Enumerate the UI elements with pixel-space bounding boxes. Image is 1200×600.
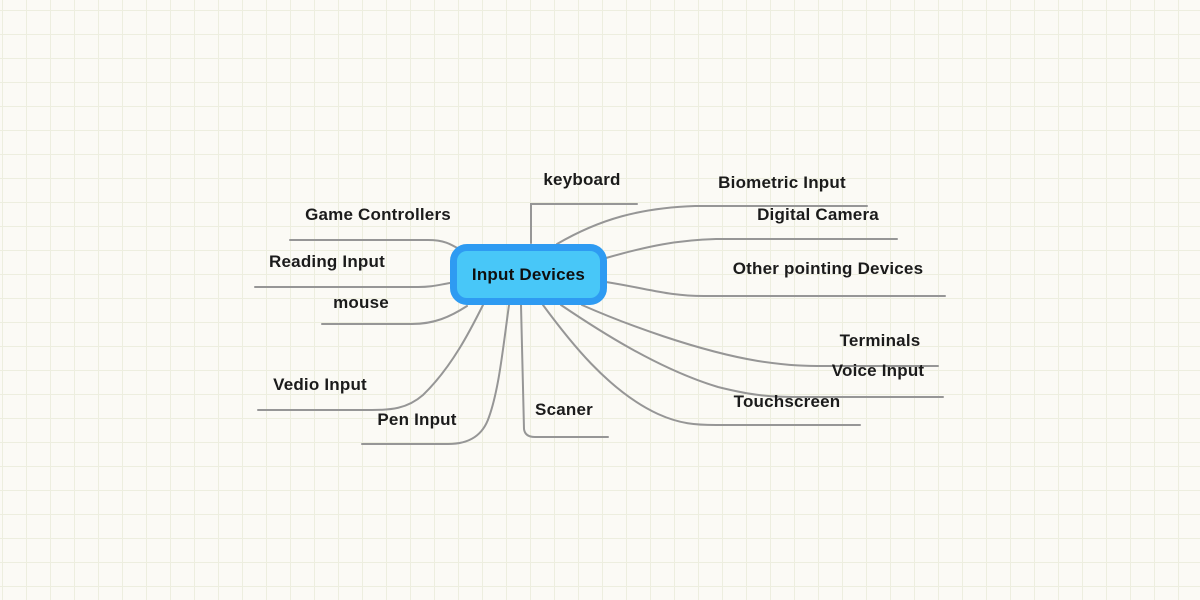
branch-label-reading-input[interactable]: Reading Input (269, 252, 385, 271)
branch-line-touchscreen (542, 304, 861, 426)
branch-label-scaner[interactable]: Scaner (535, 400, 593, 419)
branch-label-vedio-input[interactable]: Vedio Input (273, 375, 367, 394)
branch-line-keyboard (530, 203, 638, 244)
branch-label-pen-input[interactable]: Pen Input (377, 410, 457, 429)
branch-line-reading-input (254, 282, 451, 288)
branch-line-terminals (581, 304, 939, 367)
branch-label-other-pointing[interactable]: Other pointing Devices (732, 259, 924, 278)
branch-label-voice-input[interactable]: Voice Input (831, 361, 925, 380)
branch-line-vedio-input (257, 304, 484, 411)
branch-label-terminals[interactable]: Terminals (839, 331, 921, 350)
branch-line-scaner (520, 304, 609, 438)
branch-line-game-controllers (289, 239, 465, 253)
branch-label-touchscreen[interactable]: Touchscreen (733, 392, 841, 411)
branch-line-pen-input (361, 304, 510, 445)
branch-label-game-controllers[interactable]: Game Controllers (305, 205, 451, 224)
branch-line-digital-camera (605, 238, 898, 259)
branch-line-biometric-input (556, 205, 868, 245)
branch-line-mouse (321, 305, 468, 325)
branch-label-digital-camera[interactable]: Digital Camera (757, 205, 879, 224)
center-node[interactable]: Input Devices (450, 244, 607, 305)
branch-label-biometric-input[interactable]: Biometric Input (718, 173, 846, 192)
branch-label-keyboard[interactable]: keyboard (543, 170, 621, 189)
branch-label-mouse[interactable]: mouse (333, 293, 389, 312)
branch-line-voice-input (560, 304, 944, 398)
center-node-label: Input Devices (471, 264, 586, 284)
branch-line-other-pointing (605, 281, 946, 297)
